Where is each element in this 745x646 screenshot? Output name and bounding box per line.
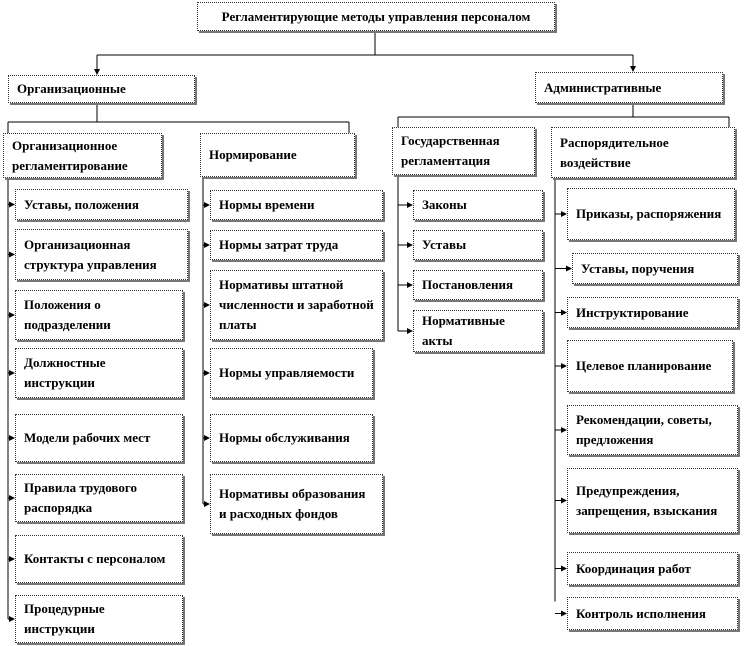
arrow-right-icon xyxy=(407,282,413,288)
arrow-right-icon xyxy=(407,328,413,334)
item-box-1-0-0: Законы xyxy=(413,190,543,220)
arrow-down-icon xyxy=(94,69,100,75)
arrow-right-icon xyxy=(204,302,210,308)
arrow-right-icon xyxy=(204,501,210,507)
arrow-right-icon xyxy=(9,201,15,208)
arrow-right-icon xyxy=(561,309,567,316)
item-box-1-0-3: Нормативные акты xyxy=(413,310,543,352)
arrow-right-icon xyxy=(561,363,567,369)
item-box-0-0-6: Контакты с персоналом xyxy=(15,535,183,583)
item-box-1-1-2: Инструктирование xyxy=(567,297,738,328)
arrow-right-icon xyxy=(561,565,567,572)
item-box-0-0-3: Должностные инструкции xyxy=(15,348,183,398)
arrow-right-icon xyxy=(204,242,210,248)
item-box-0-1-1: Нормы затрат труда xyxy=(210,230,383,260)
arrow-right-icon xyxy=(561,497,567,504)
item-box-1-1-7: Контроль исполнения xyxy=(567,597,738,630)
group-box-0-1: Нормирование xyxy=(200,133,355,177)
arrow-right-icon xyxy=(9,251,15,258)
arrow-right-icon xyxy=(9,312,15,318)
item-box-0-0-4: Модели рабочих мест xyxy=(15,414,183,462)
branch-box-1: Административные xyxy=(535,72,723,103)
group-box-1-0: Государственная регламентация xyxy=(392,127,535,175)
arrow-right-icon xyxy=(204,202,210,208)
item-box-1-1-6: Координация работ xyxy=(567,552,738,585)
arrow-right-icon xyxy=(9,495,15,501)
item-box-0-1-2: Нормативы штатной численности и заработн… xyxy=(210,270,383,340)
arrow-right-icon xyxy=(204,370,210,376)
arrow-right-icon xyxy=(9,556,15,562)
arrow-right-icon xyxy=(566,265,572,272)
item-box-0-0-0: Уставы, положения xyxy=(15,189,188,220)
item-box-0-0-2: Положения о подразделении xyxy=(15,290,183,340)
branch-box-0: Организационные xyxy=(8,75,195,103)
item-box-1-1-5: Предупреждения, запрещения, взыскания xyxy=(567,468,738,533)
item-box-1-0-2: Постановления xyxy=(413,270,543,300)
arrow-right-icon xyxy=(561,610,567,617)
arrow-right-icon xyxy=(407,202,413,208)
arrow-right-icon xyxy=(9,370,15,376)
item-box-0-0-5: Правила трудового распорядка xyxy=(15,474,183,522)
arrow-right-icon xyxy=(9,616,15,622)
item-box-0-0-7: Процедурные инструкции xyxy=(15,595,183,643)
item-box-1-0-1: Уставы xyxy=(413,230,543,260)
item-box-0-1-5: Нормативы образования и расходных фондов xyxy=(210,474,383,534)
arrow-right-icon xyxy=(561,211,567,217)
item-box-0-0-1: Организационная структура управления xyxy=(15,229,188,280)
item-box-1-1-3: Целевое планирование xyxy=(567,340,733,392)
item-box-0-1-4: Нормы обслуживания xyxy=(210,414,373,462)
item-box-1-1-1: Уставы, поручения xyxy=(572,253,738,284)
root-box: Регламентирующие методы управления персо… xyxy=(197,2,555,31)
item-box-1-1-4: Рекомендации, советы, предложения xyxy=(567,405,738,455)
group-box-0-0: Организационное регламентирование xyxy=(3,133,162,178)
arrow-right-icon xyxy=(561,427,567,433)
item-box-0-1-3: Нормы управляемости xyxy=(210,348,373,398)
arrow-right-icon xyxy=(204,435,210,441)
arrow-down-icon xyxy=(630,66,636,72)
arrow-right-icon xyxy=(9,435,15,441)
item-box-1-1-0: Приказы, распоряжения xyxy=(567,188,735,240)
item-box-0-1-0: Нормы времени xyxy=(210,190,383,220)
arrow-right-icon xyxy=(407,242,413,248)
group-box-1-1: Распорядительное воздействие xyxy=(551,127,735,178)
